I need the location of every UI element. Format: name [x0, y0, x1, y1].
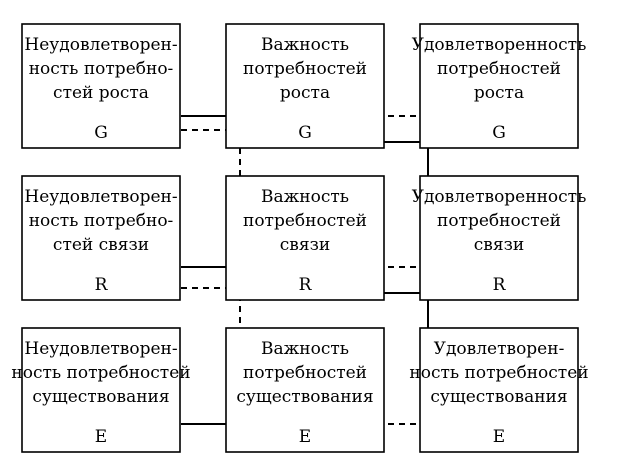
box-label-line: ность потребно-	[29, 211, 174, 231]
box-label-line: Удовлетворенность	[412, 35, 587, 55]
box-letter: E	[493, 427, 505, 447]
box-label-line: связи	[474, 235, 524, 255]
box-label-line: ность потребно-	[29, 59, 174, 79]
box-letter: G	[492, 123, 506, 143]
box-label-line: роста	[474, 83, 524, 103]
box-label-line: потребностей	[437, 59, 561, 79]
box-label-line: существования	[430, 387, 567, 407]
box-label-line: Важность	[261, 339, 349, 359]
box-frame	[225, 175, 385, 301]
box-frame	[419, 175, 579, 301]
box-letter: E	[95, 427, 107, 447]
box-label-line: Важность	[261, 35, 349, 55]
box-dissatisfaction-existence: Неудовлетворен-ность потребностей существ…	[11, 327, 191, 453]
box-label-line: связи	[280, 235, 330, 255]
box-label-line: потребностей	[243, 363, 367, 383]
box-frame	[419, 327, 579, 453]
box-letter: E	[299, 427, 311, 447]
box-label-line: ность потребностей	[409, 363, 588, 383]
box-label-line: стей связи	[53, 235, 149, 255]
box-letter: G	[298, 123, 312, 143]
box-label-line: ность потребностей	[11, 363, 190, 383]
box-letter: R	[299, 275, 313, 295]
box-frame	[419, 23, 579, 149]
box-label-line: Неудовлетворен-	[24, 339, 177, 359]
box-label-line: Удовлетворен-	[434, 339, 565, 359]
box-label-line: существования	[32, 387, 169, 407]
box-label-line: Неудовлетворен-	[24, 35, 177, 55]
box-dissatisfaction-relatedness: Неудовлетворен-ность потребно-стей связи…	[21, 175, 181, 301]
box-label-line: потребностей	[243, 211, 367, 231]
box-dissatisfaction-growth: Неудовлетворен-ность потребно-стей роста…	[21, 23, 181, 149]
box-label-line: Неудовлетворен-	[24, 187, 177, 207]
box-label-line: Удовлетворенность	[412, 187, 587, 207]
box-label-line: потребностей	[243, 59, 367, 79]
box-label-line: Важность	[261, 187, 349, 207]
box-label-line: потребностей	[437, 211, 561, 231]
box-letter: G	[94, 123, 108, 143]
boxes-layer: Неудовлетворен-ность потребно-стей роста…	[11, 23, 589, 453]
box-frame	[225, 23, 385, 149]
box-letter: R	[95, 275, 109, 295]
box-satisfaction-existence: Удовлетворен-ность потребностей существов…	[409, 327, 589, 453]
box-frame	[21, 327, 181, 453]
box-frame	[225, 327, 385, 453]
box-letter: R	[493, 275, 507, 295]
box-label-line: существования	[236, 387, 373, 407]
box-frame	[21, 175, 181, 301]
box-frame	[21, 23, 181, 149]
box-label-line: роста	[280, 83, 330, 103]
box-label-line: стей роста	[53, 83, 149, 103]
